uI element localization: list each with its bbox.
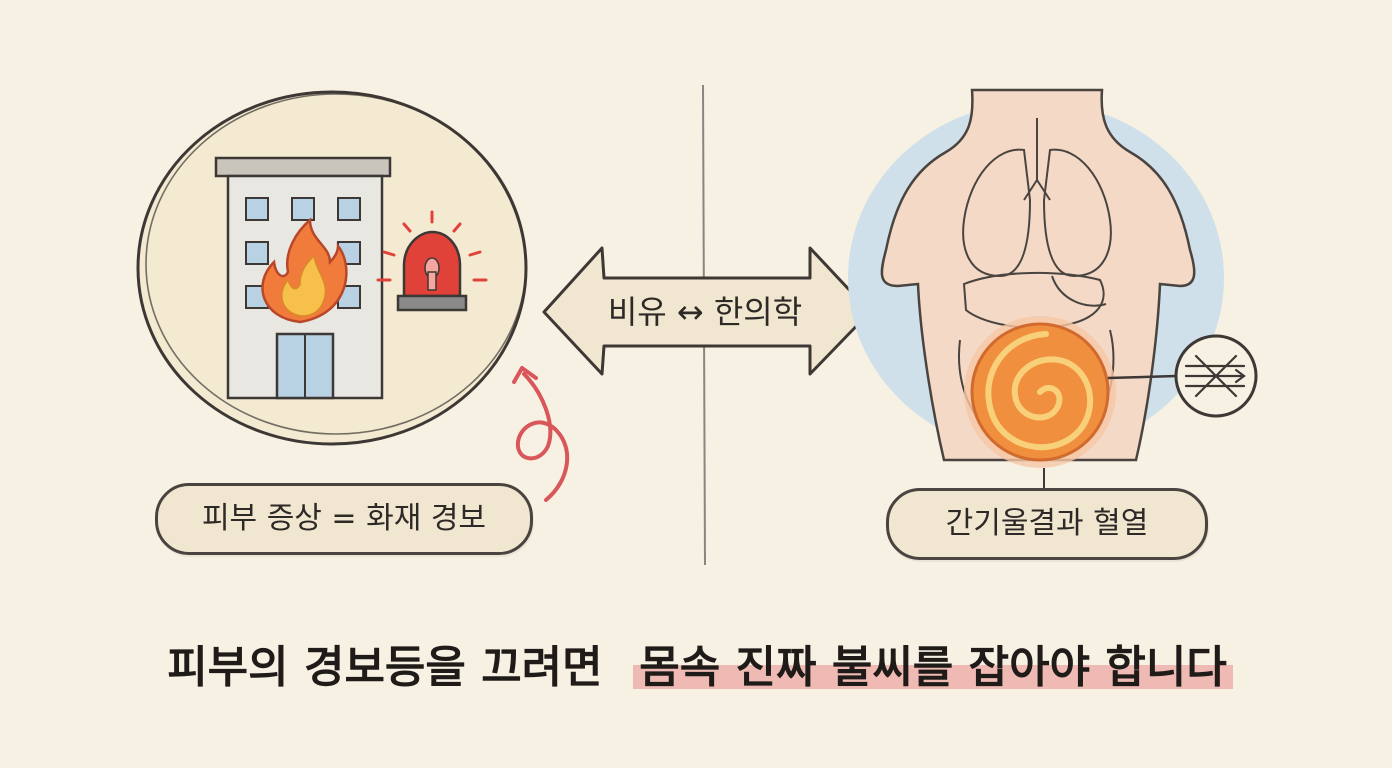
- left-circle-sketch: [145, 93, 527, 435]
- fire-icon: [261, 217, 348, 324]
- left-label: 피부 증상 = 화재 경보: [155, 483, 533, 555]
- right-label: 간기울결과 혈열: [886, 488, 1208, 560]
- caption-part1: 피부의 경보등을 끄려면: [167, 642, 603, 693]
- lungs-icon: [962, 118, 1112, 278]
- arrow-label: 비유 ↔ 한의학: [607, 293, 803, 331]
- blocked-flow-icon: [1174, 334, 1258, 418]
- alarm-siren-icon: [376, 210, 488, 312]
- left-scene: [136, 90, 528, 446]
- inflammation-spiral-icon: [964, 316, 1116, 468]
- caption: 피부의 경보등을 끄려면 몸속 진짜 불씨를 잡아야 합니다: [100, 628, 1300, 708]
- curved-arrow-icon: [512, 366, 570, 502]
- right-scene: [848, 88, 1258, 468]
- callout-line: [1107, 374, 1177, 380]
- caption-highlight: 몸속 진짜 불씨를 잡아야 합니다: [633, 642, 1233, 693]
